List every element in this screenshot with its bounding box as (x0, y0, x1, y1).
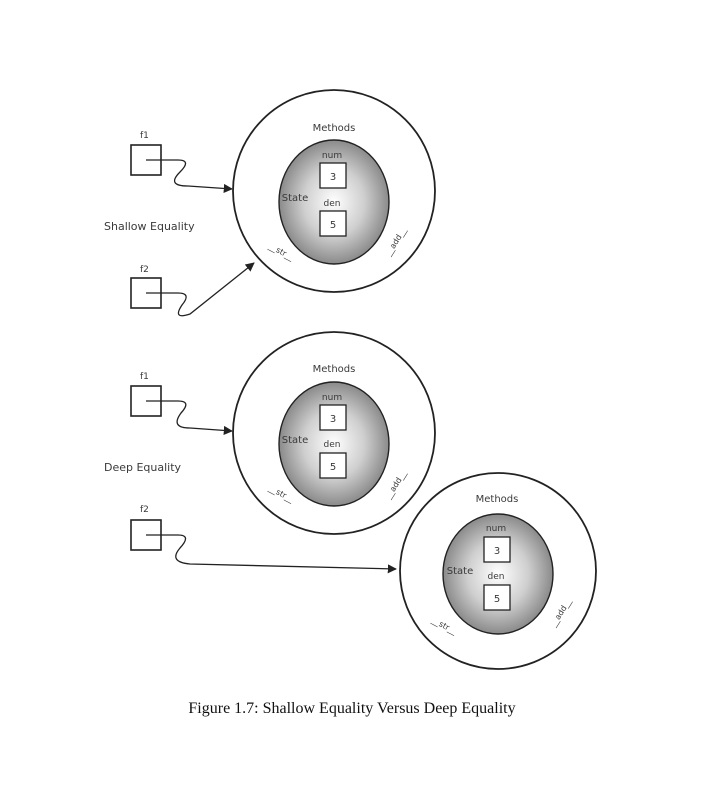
methods-label: Methods (313, 123, 356, 134)
deep-equality-label: Deep Equality (104, 461, 182, 474)
shallow-f1-arrow (146, 159, 233, 193)
deep-f2-arrow (146, 534, 397, 574)
den-box (319, 452, 347, 479)
shallow-equality-label: Shallow Equality (104, 220, 195, 233)
state-ellipse (442, 513, 554, 635)
state-label: State (282, 193, 308, 204)
den-value: 5 (330, 462, 336, 473)
den-value: 5 (330, 220, 336, 231)
deep-f2-label: f2 (140, 505, 149, 515)
shallow-f2-arrow (146, 262, 255, 317)
deep-equality-section: Deep Equality f1 f2 Methods State num 3 … (104, 331, 597, 670)
den-box (483, 584, 511, 611)
shallow-f1-label: f1 (140, 131, 149, 141)
num-value: 3 (330, 414, 336, 425)
state-label: State (447, 566, 473, 577)
methods-label: Methods (476, 494, 519, 505)
deep-f1-arrow (146, 400, 233, 435)
num-value: 3 (494, 546, 500, 557)
num-value: 3 (330, 172, 336, 183)
deep-object-1: Methods State num 3 den 5 __str__ __add_… (232, 331, 436, 535)
deep-object-2: Methods State num 3 den 5 __str__ __add_… (399, 472, 597, 670)
shallow-equality-section: Shallow Equality f1 f2 Methods State num… (104, 89, 436, 317)
num-box (319, 162, 347, 189)
num-box (319, 404, 347, 431)
den-label: den (324, 440, 341, 450)
state-label: State (282, 435, 308, 446)
num-label: num (322, 393, 342, 403)
den-value: 5 (494, 594, 500, 605)
num-label: num (322, 151, 342, 161)
state-ellipse (278, 139, 390, 265)
den-label: den (324, 199, 341, 209)
shallow-f2-label: f2 (140, 265, 149, 275)
shallow-object: Methods State num 3 den 5 __str__ __add_… (232, 89, 436, 293)
deep-f1-label: f1 (140, 372, 149, 382)
methods-label: Methods (313, 364, 356, 375)
den-label: den (488, 572, 505, 582)
num-box (483, 536, 511, 563)
figure-caption: Figure 1.7: Shallow Equality Versus Deep… (188, 700, 516, 717)
num-label: num (486, 524, 506, 534)
state-ellipse (278, 381, 390, 507)
den-box (319, 210, 347, 237)
